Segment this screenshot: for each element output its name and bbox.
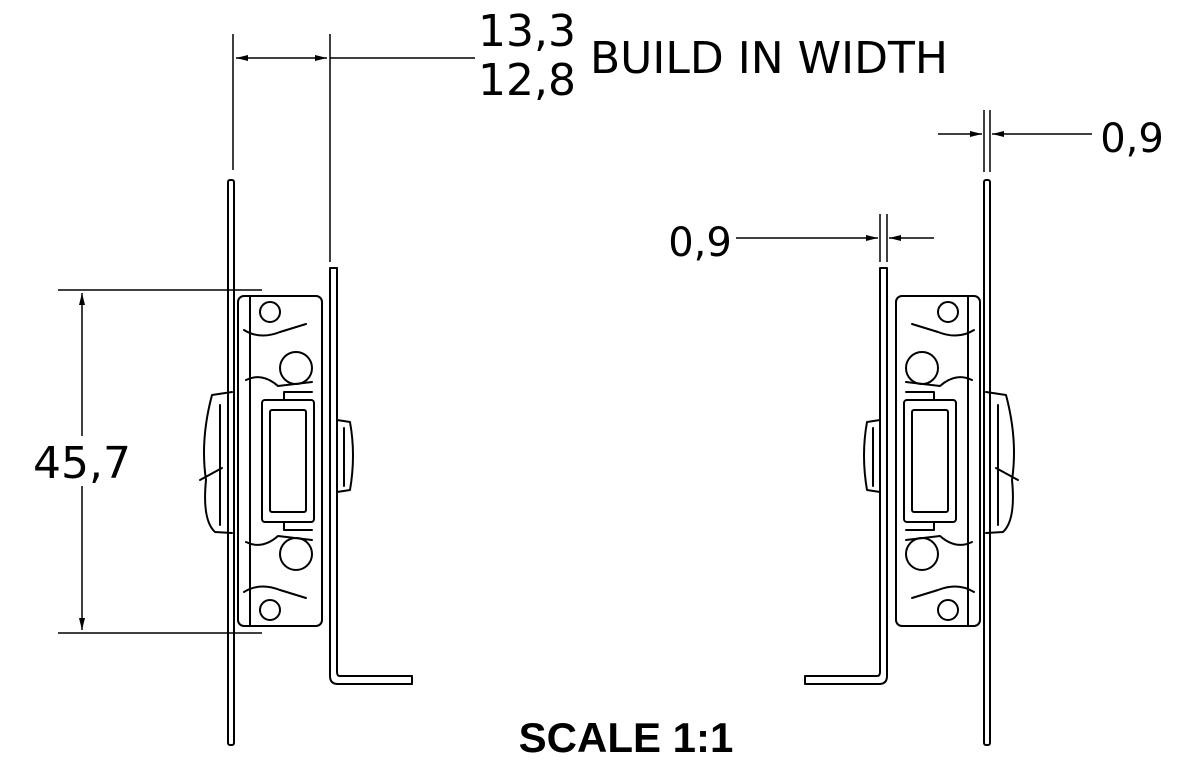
scale-label: SCALE 1:1 [519, 714, 734, 761]
thickness-dimension-left [736, 214, 934, 262]
build-width-max-label: 13,3 [478, 6, 576, 57]
build-width-dimension [232, 34, 475, 262]
thickness-right-label: 0,9 [1100, 116, 1164, 162]
build-width-caption: BUILD IN WIDTH [590, 33, 948, 84]
thickness-dimension-right [938, 110, 1092, 172]
left-slide-assembly [199, 179, 413, 746]
build-width-min-label: 12,8 [478, 55, 576, 106]
thickness-left-label: 0,9 [668, 220, 732, 266]
right-slide-assembly [804, 179, 1019, 746]
height-label-mask [28, 436, 136, 486]
height-label: 45,7 [33, 438, 131, 489]
